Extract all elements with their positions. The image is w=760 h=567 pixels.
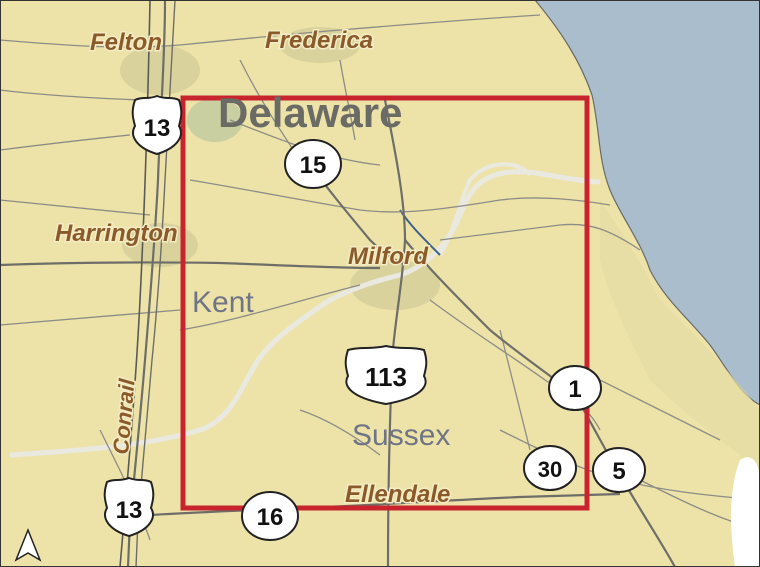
ew-road: [0, 261, 381, 270]
us13-road-b: [135, 0, 176, 567]
state-label: Delaware: [218, 89, 402, 136]
us-shield-icon: [131, 94, 183, 156]
de16-shield: 16: [241, 491, 299, 541]
de1-label: 1: [568, 376, 581, 403]
us13-shield-north: 13: [131, 94, 183, 156]
de5-label: 5: [612, 458, 625, 485]
de30-label: 30: [538, 457, 562, 482]
town-felton: Felton: [90, 29, 162, 56]
town-harrington: Harrington: [55, 220, 178, 247]
urban-frederica: [280, 27, 360, 63]
town-frederica: Frederica: [265, 27, 373, 54]
de15-label: 15: [300, 152, 327, 179]
us13-road: [126, 0, 167, 567]
us13-shield-south: 13: [103, 476, 155, 538]
us-shield-icon: [103, 476, 155, 538]
corner-mark: [731, 457, 760, 567]
state-route-oval-icon: [241, 491, 299, 541]
stream-mispillion: [9, 169, 601, 458]
state-route-oval-icon: [284, 139, 342, 189]
de1-shield: 1: [548, 365, 602, 411]
town-ellendale: Ellendale: [345, 481, 450, 508]
north-arrow-icon: [14, 527, 42, 562]
county-sussex: Sussex: [352, 419, 450, 452]
stream-north: [438, 162, 532, 257]
conrail-railroad: [119, 0, 151, 567]
study-area-boundary: [180, 95, 590, 511]
de16-road: [149, 492, 621, 517]
de30-shield: 30: [523, 445, 577, 491]
marsh-area: [600, 200, 760, 470]
us113-label: 113: [365, 362, 407, 392]
delaware-bay: [535, 0, 760, 405]
us-shield-icon: [344, 344, 428, 406]
us13-north-label: 13: [144, 115, 171, 142]
town-milford: Milford: [348, 243, 429, 270]
stream-blue: [399, 209, 441, 256]
urban-harrington: [122, 223, 198, 267]
county-kent: Kent: [192, 286, 254, 319]
de16-label: 16: [257, 504, 284, 531]
state-route-oval-icon: [523, 445, 577, 491]
us113-shield: 113: [344, 344, 428, 406]
coastline: [534, 0, 760, 406]
urban-delaware-north: [187, 98, 243, 142]
state-route-oval-icon: [592, 447, 646, 493]
urban-felton: [120, 45, 200, 95]
urban-milford: [350, 260, 440, 310]
us13-south-label: 13: [116, 497, 143, 524]
de5-shield: 5: [592, 447, 646, 493]
state-route-oval-icon: [548, 365, 602, 411]
de15-shield: 15: [284, 139, 342, 189]
us113-road: [383, 99, 407, 567]
